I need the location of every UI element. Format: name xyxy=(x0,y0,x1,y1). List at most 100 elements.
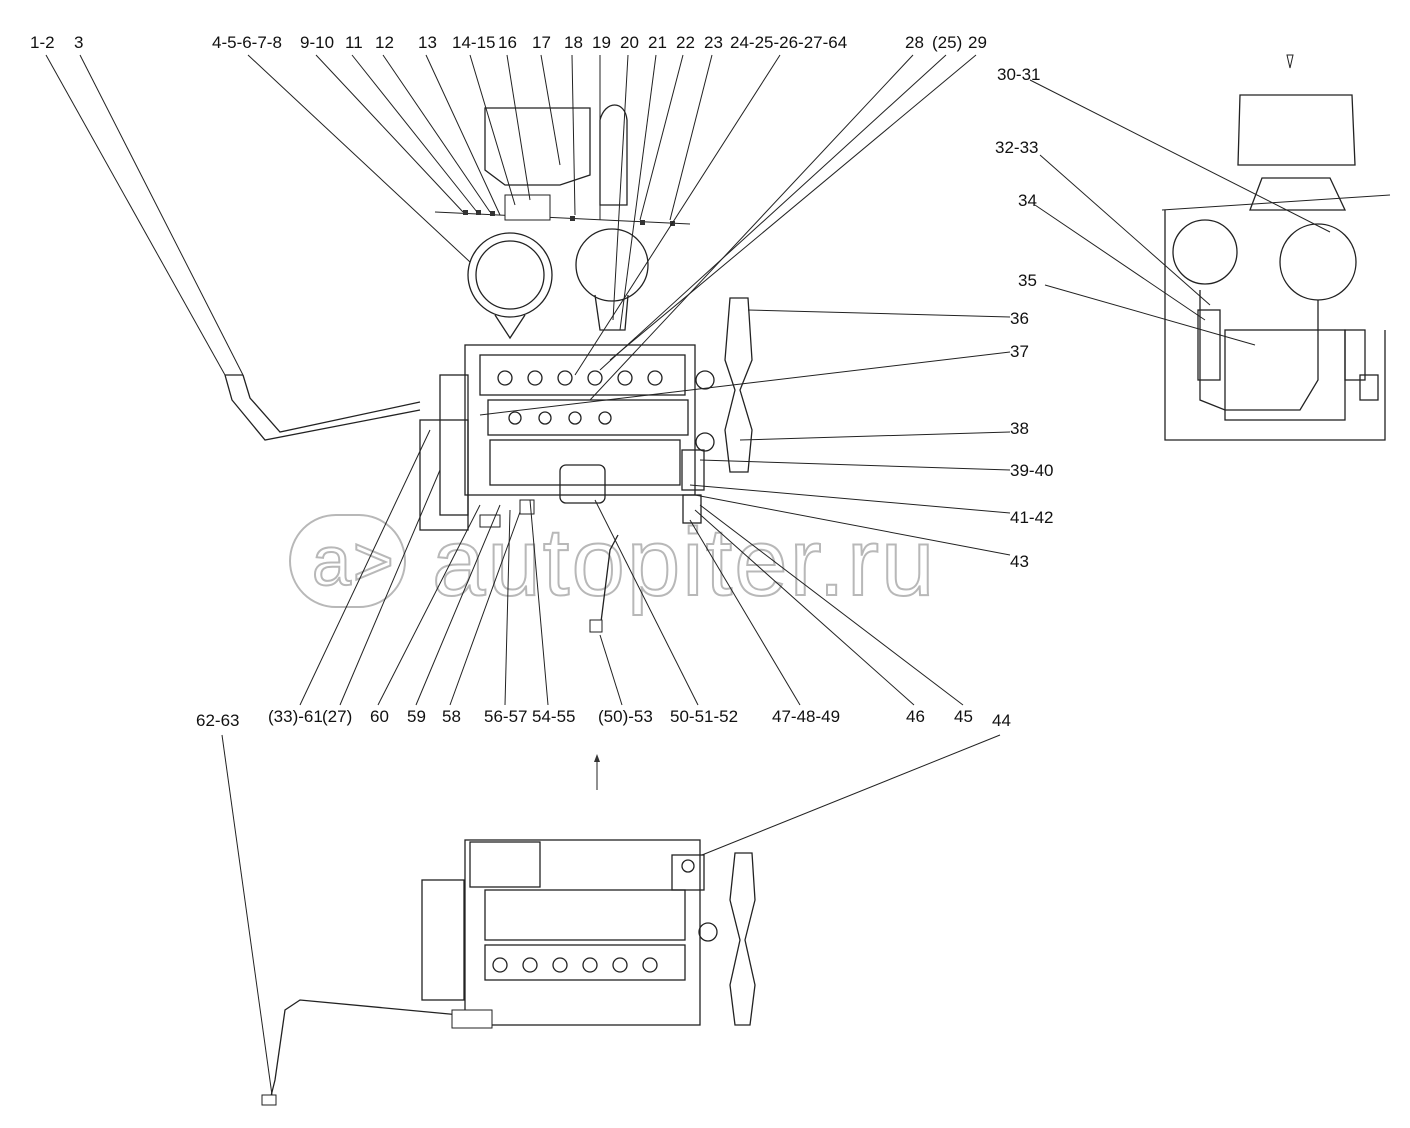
front-view-inset xyxy=(1161,54,1391,441)
callout-label: 23 xyxy=(704,33,723,52)
inset-filter xyxy=(1279,223,1357,301)
drain-hose xyxy=(269,999,461,1101)
callout-label: 32-33 xyxy=(995,138,1038,157)
callout-label: 9-10 xyxy=(300,33,334,52)
callout-label: 29 xyxy=(968,33,987,52)
top-cylinder-row xyxy=(492,957,658,973)
damper xyxy=(681,449,705,491)
cylinder-head xyxy=(479,354,686,396)
intake-manifold xyxy=(487,399,689,436)
callout-label: 19 xyxy=(592,33,611,52)
watermark-logo-glyph: a> xyxy=(312,522,396,600)
callout-label: 34 xyxy=(1018,191,1037,210)
inset-mounting-bar xyxy=(1161,194,1391,211)
inset-intake-pipe xyxy=(1199,290,1319,411)
crankcase xyxy=(489,439,681,486)
dipstick-handle xyxy=(589,619,603,633)
callout-label: 28 xyxy=(905,33,924,52)
callouts-bottom: (33)-61 (27) 60 59 58 56-57 54-55 (50)-5… xyxy=(196,707,1011,730)
inset-engine-block xyxy=(1224,329,1346,421)
leader-lines xyxy=(45,54,1331,1096)
callout-label: 46 xyxy=(906,707,925,726)
callout-label: 24-25-26-27-64 xyxy=(730,33,847,52)
callout-label: (50)-53 xyxy=(598,707,653,726)
callout-label: 43 xyxy=(1010,552,1029,571)
muffler-pipe xyxy=(594,294,629,331)
inset-direction-arrow xyxy=(1286,54,1294,69)
top-air-housing xyxy=(469,841,541,888)
air-cleaner-base xyxy=(1249,177,1347,211)
callout-label: (25) xyxy=(932,33,962,52)
callout-label: 45 xyxy=(954,707,973,726)
callout-label: 58 xyxy=(442,707,461,726)
top-bracket-hole xyxy=(681,859,695,873)
pulley-upper xyxy=(695,370,715,390)
air-cleaner-top xyxy=(1237,94,1356,166)
callout-label: 18 xyxy=(564,33,583,52)
callout-label: 4-5-6-7-8 xyxy=(212,33,282,52)
air-cleaner-housing xyxy=(484,107,591,186)
sensor-block xyxy=(519,499,535,515)
callouts-top: 1-2 3 4-5-6-7-8 9-10 11 12 13 14-15 16 1… xyxy=(30,33,987,52)
callout-label: (27) xyxy=(322,707,352,726)
callout-label: 3 xyxy=(74,33,83,52)
callout-label: 12 xyxy=(375,33,394,52)
callout-label: 20 xyxy=(620,33,639,52)
top-valve-cover xyxy=(484,889,686,941)
callout-label: 35 xyxy=(1018,271,1037,290)
top-pulley xyxy=(698,922,718,942)
inset-sensor xyxy=(1359,374,1379,401)
callout-label: 36 xyxy=(1010,309,1029,328)
air-filter-cylinder xyxy=(467,232,553,318)
inset-bellows xyxy=(1197,309,1221,381)
top-valve-block xyxy=(451,1009,493,1029)
callout-label: 16 xyxy=(498,33,517,52)
callout-label: 11 xyxy=(345,33,363,52)
callout-label: 38 xyxy=(1010,419,1029,438)
callouts-right: 30-31 32-33 34 35 36 37 38 39-40 41-42 4… xyxy=(995,65,1053,571)
callout-label: 17 xyxy=(532,33,551,52)
watermark: a> autopiter.ru xyxy=(289,508,935,617)
cylinder-caps xyxy=(497,370,663,425)
inset-frame xyxy=(1164,210,1386,441)
callout-label: 54-55 xyxy=(532,707,575,726)
callout-label: 22 xyxy=(676,33,695,52)
main-engine-view xyxy=(224,104,753,633)
drain-plug xyxy=(479,514,501,528)
view-direction-arrowhead xyxy=(594,754,600,762)
top-bracket xyxy=(671,854,705,891)
top-engine-outline xyxy=(464,839,701,1026)
cooling-fan xyxy=(724,297,753,473)
hose-lower xyxy=(242,374,421,433)
filter-outlet xyxy=(494,314,526,340)
bell-housing xyxy=(439,374,469,516)
callout-label: 37 xyxy=(1010,342,1029,361)
callout-label: 14-15 xyxy=(452,33,495,52)
callout-label: (33)-61 xyxy=(268,707,323,726)
callout-label: 44 xyxy=(992,711,1011,730)
callout-label: 47-48-49 xyxy=(772,707,840,726)
drain-hose-fitting xyxy=(261,1094,277,1106)
callout-label: 56-57 xyxy=(484,707,527,726)
callout-label: 60 xyxy=(370,707,389,726)
hose-upper xyxy=(224,374,421,441)
muffler xyxy=(575,228,649,302)
callout-label: 39-40 xyxy=(1010,461,1053,480)
callout-label: 21 xyxy=(648,33,667,52)
callout-label: 13 xyxy=(418,33,437,52)
top-flywheel xyxy=(421,879,465,1001)
clamp-bracket xyxy=(504,194,551,221)
oil-filter xyxy=(559,464,606,504)
top-manifold xyxy=(484,944,686,981)
top-view-engine xyxy=(261,754,756,1106)
callout-label: 59 xyxy=(407,707,426,726)
mounting-bar xyxy=(434,211,691,225)
pulley-lower xyxy=(695,432,715,452)
callout-label: 62-63 xyxy=(196,711,239,730)
watermark-logo-icon xyxy=(289,514,406,608)
exhaust-pipe xyxy=(599,104,628,206)
inset-muffler xyxy=(1172,219,1238,285)
top-fan xyxy=(729,852,756,1026)
